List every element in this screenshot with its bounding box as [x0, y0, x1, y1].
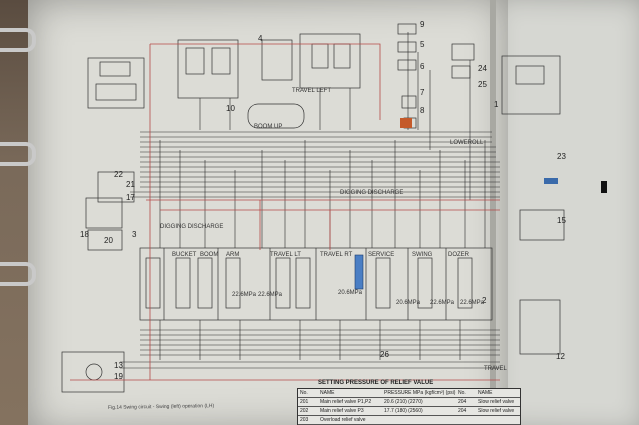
callout-number: 6: [420, 62, 425, 71]
callout-number: 18: [80, 230, 89, 239]
callout-number: 8: [420, 106, 425, 115]
label: TRAVEL RT: [320, 252, 353, 258]
callout-number: 19: [114, 372, 123, 381]
table-title: SETTING PRESSURE OF RELIEF VALUE: [318, 380, 434, 386]
label: BOOM UP: [254, 124, 283, 130]
callout-number: 20: [104, 236, 113, 245]
label: ARM: [226, 252, 240, 258]
black-tab-mark: [601, 181, 607, 193]
label: DIGGING DISCHARGE: [160, 224, 224, 230]
table-cell: Main relief valve P3: [320, 408, 364, 414]
table-cell: 203: [300, 417, 309, 423]
table-cell: Overload relief valve: [320, 417, 366, 423]
callout-number: 22: [114, 170, 123, 179]
pressure-label: 22.6MPa: [232, 292, 257, 298]
callout-number: 1: [494, 100, 499, 109]
callout-number: 15: [557, 216, 566, 225]
pressure-label: 20.6MPa: [396, 300, 421, 306]
table-cell: 202: [300, 408, 309, 414]
label: BUCKET: [172, 252, 197, 258]
table-cell: Main relief valve P1,P2: [320, 399, 372, 405]
table-cell: 20.6 (210) (2270): [384, 399, 423, 405]
table-header: NAME: [478, 390, 493, 396]
callout-number: 26: [380, 350, 389, 359]
pressure-label: 22.6MPa: [460, 300, 485, 306]
callout-number: 10: [226, 104, 235, 113]
callout-number: 25: [478, 80, 487, 89]
callout-number: 2: [482, 296, 487, 305]
label: LOWEROLL: [450, 140, 484, 146]
callout-number: 4: [258, 34, 263, 43]
label: TRAVEL: [484, 366, 507, 372]
table-cell: 201: [300, 399, 309, 405]
binder-ring: [0, 142, 36, 166]
table-cell: 204: [458, 408, 467, 414]
callout-number: 21: [126, 180, 135, 189]
callout-number: 24: [478, 64, 487, 73]
table-cell: Slow relief valve: [478, 399, 515, 405]
label: SWING: [412, 252, 433, 258]
table-row: 203 Overload relief valve: [298, 416, 520, 425]
table-cell: Slow relief valve: [478, 408, 515, 414]
label: SERVICE: [368, 252, 395, 258]
pressure-label: 22.6MPa: [258, 292, 283, 298]
table-cell: 204: [458, 399, 467, 405]
table-header: NAME: [320, 390, 335, 396]
callout-number: 13: [114, 361, 123, 370]
callout-number: 5: [420, 40, 425, 49]
callout-number: 3: [132, 230, 137, 239]
relief-pressure-table: No. NAME PRESSURE MPa (kgf/cm²) (psi) No…: [297, 388, 521, 425]
pressure-label: 20.6MPa: [338, 290, 363, 296]
table-header: No.: [300, 390, 308, 396]
table-row: 202 Main relief valve P3 17.7 (180) (256…: [298, 407, 520, 416]
label: TRAVEL LEFT: [292, 88, 332, 94]
page-fold: [490, 0, 496, 425]
callout-number: 9: [420, 20, 425, 29]
pressure-label: 22.6MPa: [430, 300, 455, 306]
label: BOOM: [200, 252, 219, 258]
table-row: 201 Main relief valve P1,P2 20.6 (210) (…: [298, 398, 520, 407]
table-header: No.: [458, 390, 466, 396]
callout-number: 17: [126, 193, 135, 202]
label: TRAVEL LT: [270, 252, 301, 258]
binder-ring: [0, 262, 36, 286]
binder-ring: [0, 28, 36, 52]
callout-number: 12: [556, 352, 565, 361]
label: DOZER: [448, 252, 469, 258]
table-cell: 17.7 (180) (2560): [384, 408, 423, 414]
callout-number: 23: [557, 152, 566, 161]
table-header: PRESSURE MPa (kgf/cm²) (psi): [384, 390, 456, 396]
callout-number: 7: [420, 88, 425, 97]
table-header-row: No. NAME PRESSURE MPa (kgf/cm²) (psi) No…: [298, 389, 520, 398]
label: DIGGING DISCHARGE: [340, 190, 404, 196]
